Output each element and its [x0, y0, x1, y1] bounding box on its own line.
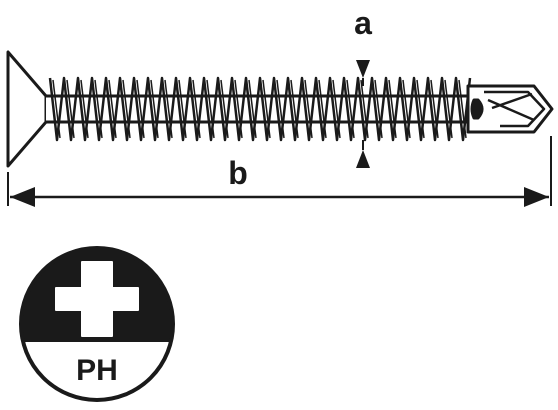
drive-type-label: PH	[76, 354, 118, 387]
thread-crest	[444, 79, 453, 139]
thread-crest	[276, 79, 285, 139]
thread-crest	[374, 79, 383, 139]
phillips-drive-icon: PH	[19, 246, 175, 402]
thread-crest	[234, 79, 243, 139]
thread-crest	[220, 79, 229, 139]
thread-zigzag	[48, 76, 472, 142]
self-drilling-countersunk-screw-icon	[6, 50, 554, 168]
thread-crest	[416, 79, 425, 139]
dimension-b: b	[7, 136, 552, 207]
dimension-a-arrow-top	[356, 60, 370, 78]
thread-crest	[80, 79, 89, 139]
thread-crest	[150, 79, 159, 139]
dimension-a-arrow-bottom	[356, 150, 370, 168]
dimension-a-label: a	[354, 5, 372, 41]
thread-crest	[304, 79, 313, 139]
drill-cutting-edge	[484, 90, 546, 128]
thread-crest	[388, 79, 397, 139]
thread-crest	[66, 79, 75, 139]
thread-crest	[164, 79, 173, 139]
screw-thread	[48, 76, 472, 142]
thread-crest	[136, 79, 145, 139]
screw-head	[6, 50, 48, 168]
thread-crest	[402, 79, 411, 139]
thread-crest	[248, 79, 257, 139]
phillips-cross	[55, 261, 139, 337]
thread-crest	[318, 79, 327, 139]
dimension-b-label: b	[228, 155, 248, 191]
thread-crest	[458, 79, 467, 139]
drill-flute	[470, 98, 484, 120]
thread-crest	[346, 79, 355, 139]
thread-crest	[94, 79, 103, 139]
thread-crest	[430, 79, 439, 139]
thread-crest	[332, 79, 341, 139]
thread-crest	[52, 79, 61, 139]
dimension-a: a	[354, 5, 372, 168]
thread-crest	[122, 79, 131, 139]
thread-crest	[192, 79, 201, 139]
thread-crest	[178, 79, 187, 139]
thread-crest	[108, 79, 117, 139]
thread-crest	[206, 79, 215, 139]
thread-crest	[290, 79, 299, 139]
thread-crest	[360, 79, 369, 139]
thread-crest	[262, 79, 271, 139]
